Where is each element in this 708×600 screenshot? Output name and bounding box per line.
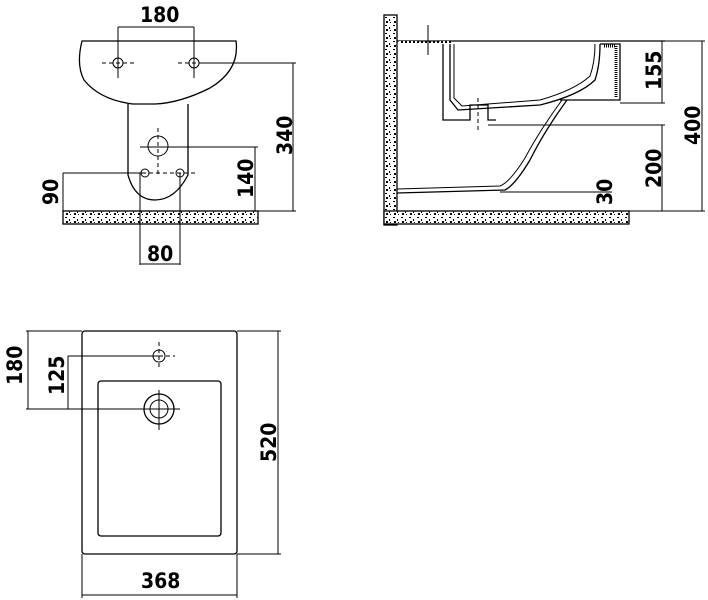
bowl-outline [97, 380, 222, 537]
front-view: 180 340 140 90 80 [39, 3, 297, 266]
outer-outline [81, 330, 238, 555]
dim-368: 368 [141, 569, 180, 593]
dim-90: 90 [39, 179, 63, 205]
pedestal-outline [127, 104, 189, 201]
bowl-outline [78, 40, 238, 105]
wall-hatch [383, 14, 398, 226]
dim-520: 520 [257, 423, 281, 462]
dim-140: 140 [234, 159, 258, 198]
dim-400: 400 [681, 106, 705, 145]
dim-340: 340 [273, 116, 297, 155]
dim-125: 125 [45, 356, 69, 395]
floor-hatch [62, 210, 259, 225]
dim-180-top: 180 [3, 346, 27, 385]
dim-30: 30 [593, 179, 617, 205]
dim-155: 155 [642, 51, 666, 90]
side-view: 155 400 200 30 [383, 14, 705, 226]
dim-80: 80 [147, 242, 173, 266]
dim-200: 200 [642, 149, 666, 188]
top-view: 180 125 520 368 [3, 330, 281, 598]
dim-180: 180 [140, 3, 179, 27]
floor-hatch-side [383, 210, 630, 225]
